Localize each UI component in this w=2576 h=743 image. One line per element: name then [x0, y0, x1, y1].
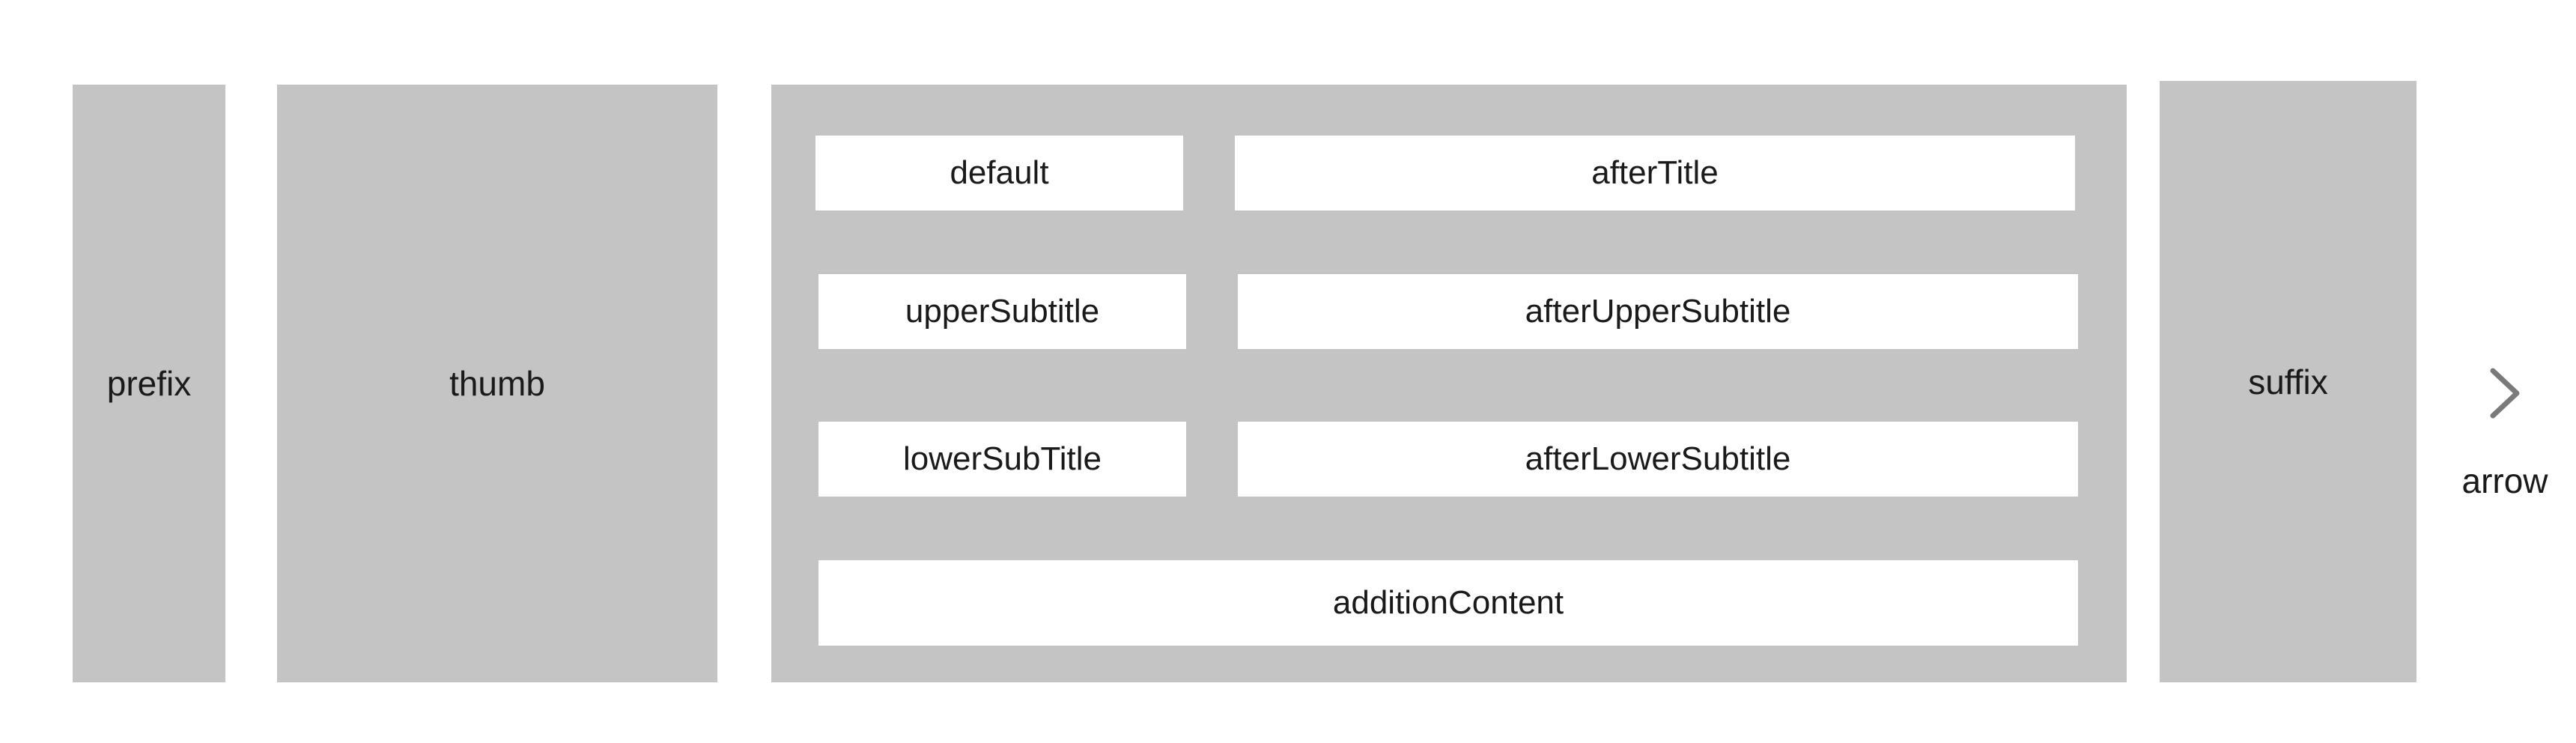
- addition-content-slot: additionContent: [818, 560, 2078, 646]
- prefix-label: prefix: [106, 364, 192, 403]
- after-upper-subtitle-label: afterUpperSubtitle: [1525, 293, 1791, 330]
- upper-subtitle-label: upperSubtitle: [905, 293, 1100, 330]
- arrow-region: arrow: [2449, 341, 2561, 521]
- lower-subtitle-label: lowerSubTitle: [903, 440, 1102, 477]
- after-lower-subtitle-label: afterLowerSubtitle: [1525, 440, 1791, 477]
- after-title-label: afterTitle: [1591, 154, 1719, 191]
- prefix-region: prefix: [73, 85, 225, 682]
- thumb-label: thumb: [449, 364, 545, 403]
- chevron-right-icon: [2490, 368, 2520, 419]
- default-label: default: [950, 154, 1049, 191]
- addition-content-label: additionContent: [1332, 584, 1564, 621]
- suffix-label: suffix: [2248, 362, 2328, 401]
- upper-subtitle-slot: upperSubtitle: [818, 274, 1186, 349]
- arrow-label: arrow: [2461, 461, 2548, 500]
- default-slot: default: [815, 136, 1183, 210]
- after-title-slot: afterTitle: [1235, 136, 2075, 210]
- lower-subtitle-slot: lowerSubTitle: [818, 422, 1186, 497]
- after-upper-subtitle-slot: afterUpperSubtitle: [1238, 274, 2078, 349]
- content-region: default afterTitle upperSubtitle afterUp…: [771, 85, 2127, 682]
- thumb-region: thumb: [277, 85, 717, 682]
- after-lower-subtitle-slot: afterLowerSubtitle: [1238, 422, 2078, 497]
- suffix-region: suffix: [2160, 81, 2416, 682]
